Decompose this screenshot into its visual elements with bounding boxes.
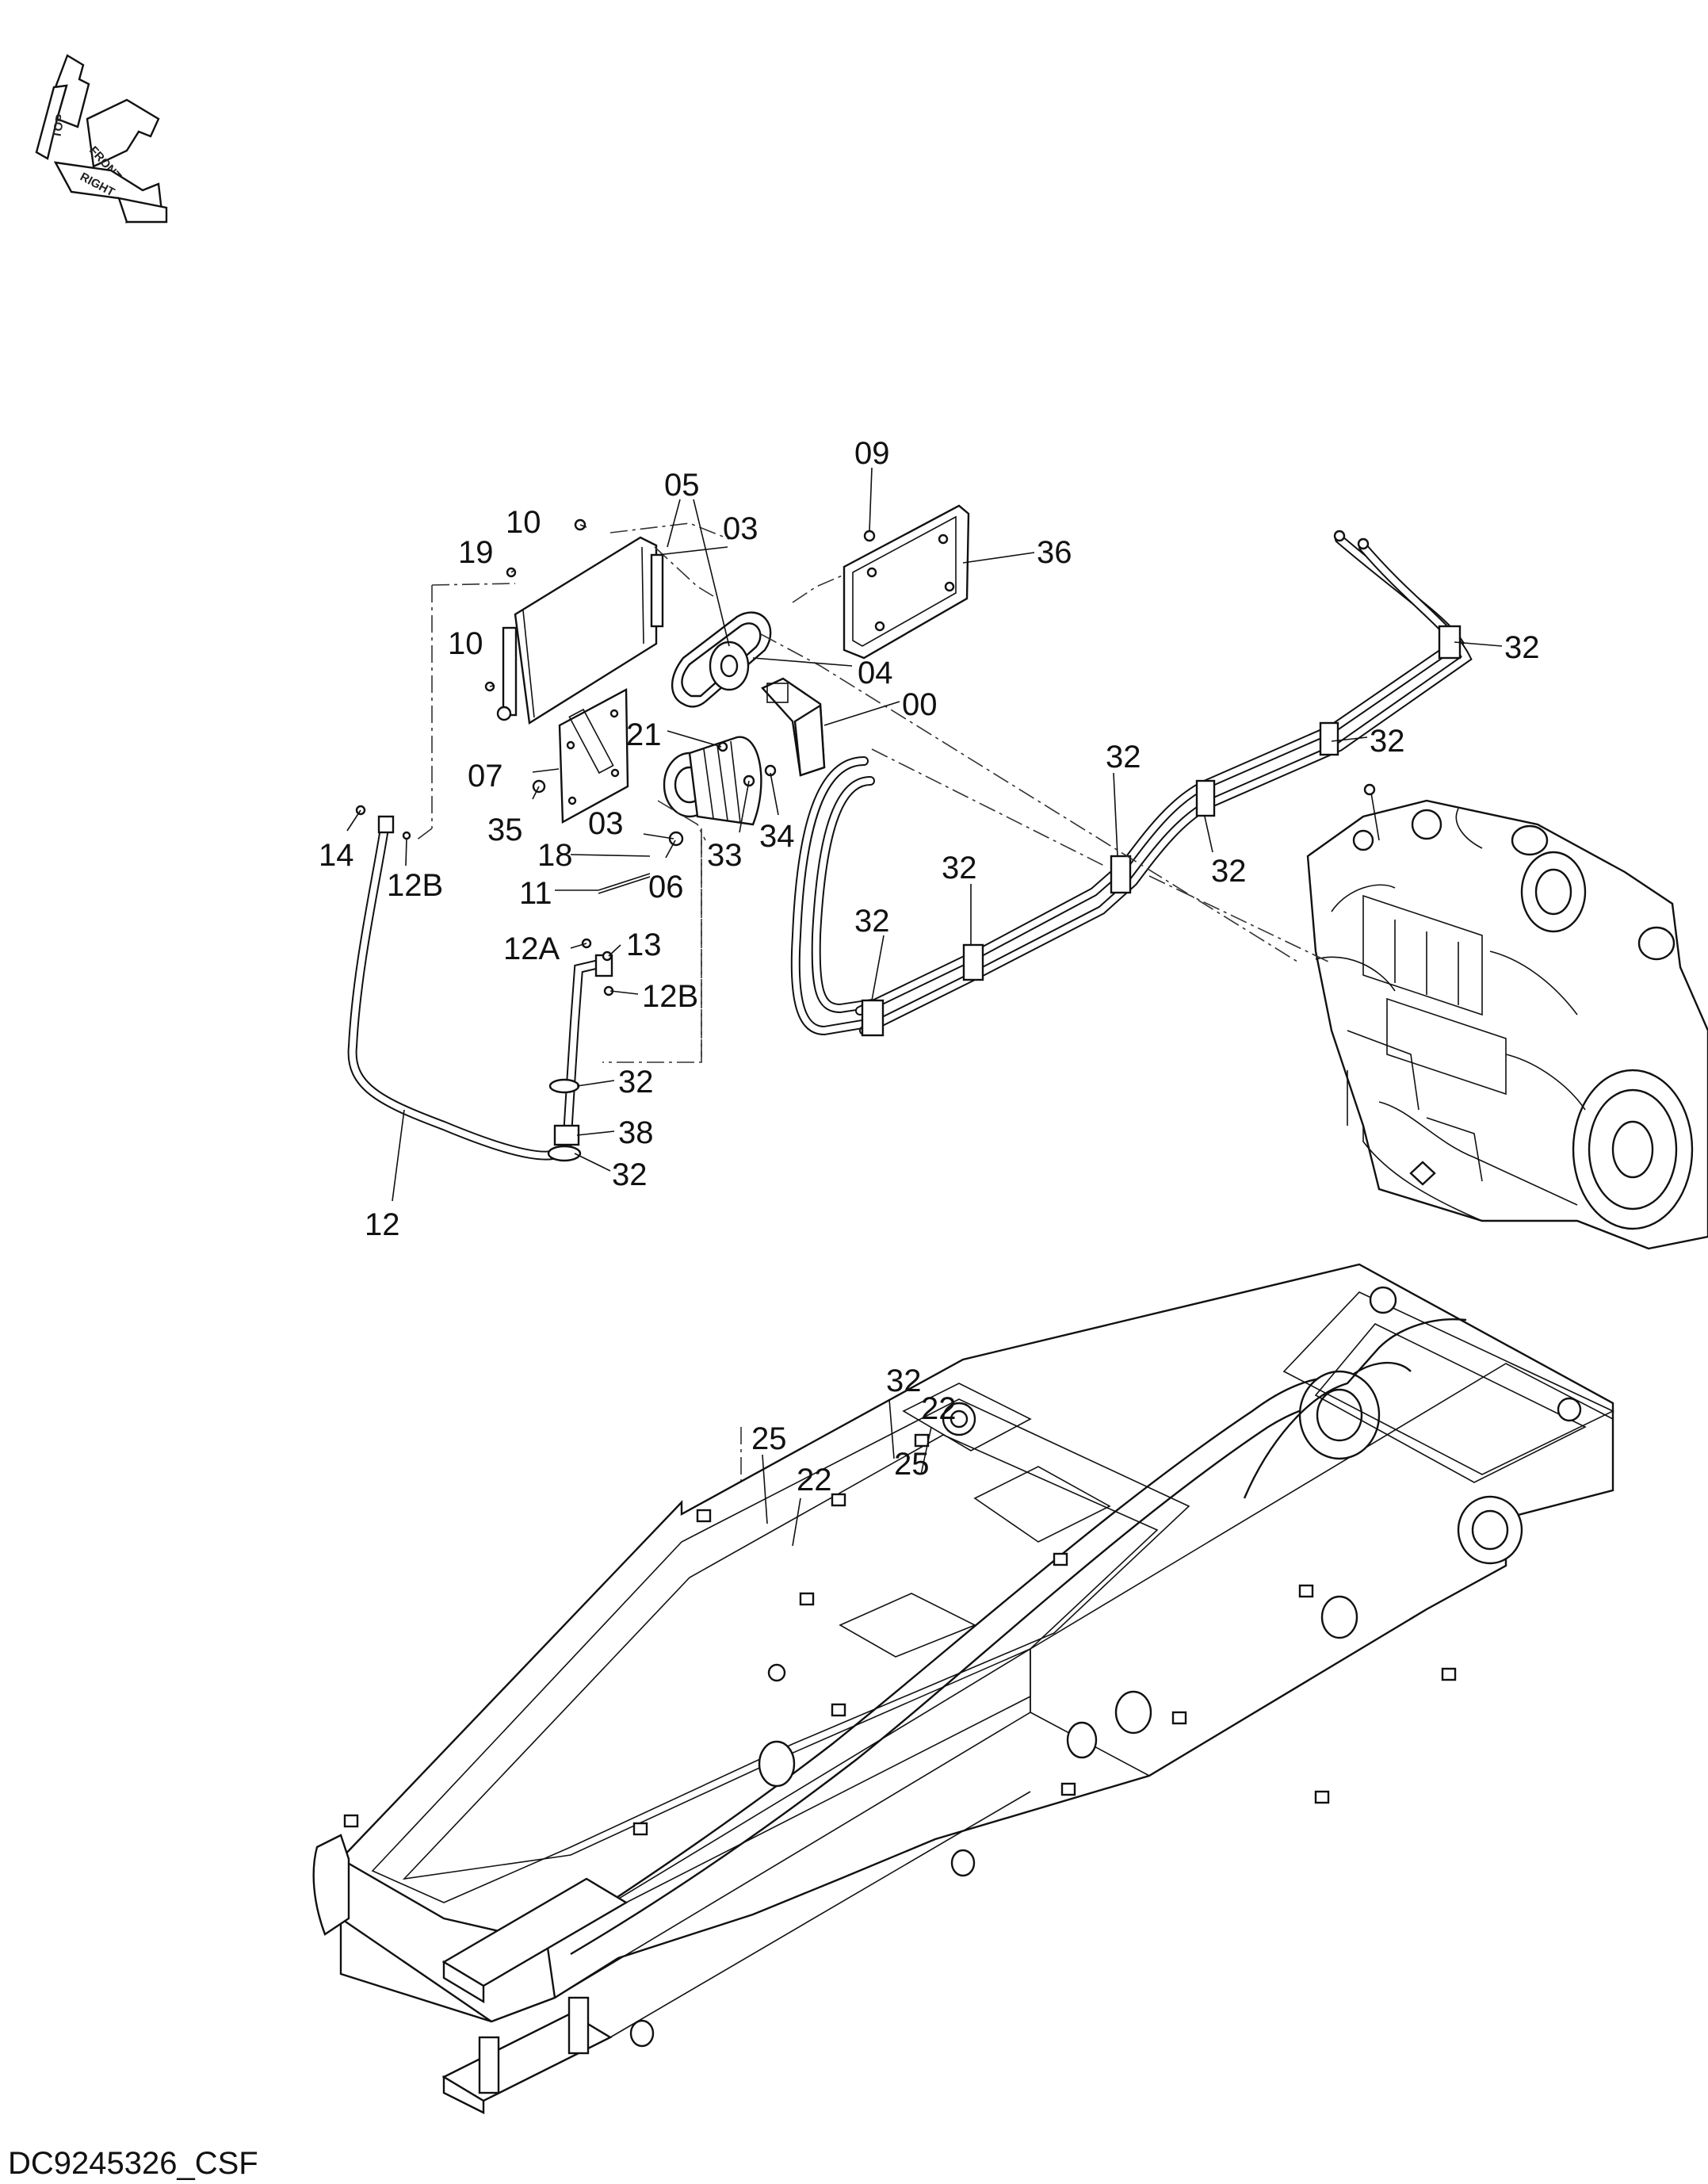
- callout-label: 03: [588, 806, 624, 841]
- callout-label: 03: [723, 511, 758, 546]
- callout-label: 32: [942, 851, 977, 885]
- callout-label: 05: [664, 468, 700, 503]
- callout-label: 06: [648, 870, 684, 905]
- callout-label: 10: [448, 626, 483, 661]
- main-frame: [312, 1263, 1614, 2114]
- callout-label: 38: [618, 1115, 654, 1150]
- callout-label: 19: [458, 535, 494, 570]
- callout-label: 25: [894, 1447, 930, 1482]
- hose-main-run: [855, 530, 1473, 1037]
- callout-label: 32: [854, 904, 890, 939]
- callout-label: 12A: [503, 931, 560, 966]
- callout-label: 04: [858, 656, 893, 690]
- orientation-indicator: TOP FRONT RIGHT: [35, 54, 168, 224]
- callout-label: 12: [365, 1207, 400, 1242]
- callout-label: 32: [618, 1065, 654, 1100]
- hose-12: [347, 815, 564, 1161]
- callout-label: 32: [1211, 854, 1247, 889]
- callout-label: 32: [1504, 630, 1540, 665]
- compressor: [663, 736, 762, 826]
- callout-label: 07: [468, 759, 503, 794]
- condenser: [496, 536, 664, 725]
- callout-label: 21: [626, 717, 662, 752]
- callout-label: 32: [1106, 740, 1141, 775]
- cover-plate-36: [843, 504, 970, 660]
- callout-label: 12B: [387, 868, 443, 903]
- callout-label: 12B: [642, 979, 698, 1014]
- callout-labels: 09 05 03 10 19 36 10 04 00 21 07 35 03 3…: [319, 436, 1540, 1497]
- engine: [1306, 783, 1708, 1250]
- callout-label: 25: [751, 1421, 787, 1456]
- callout-label: 09: [854, 436, 890, 471]
- callout-label: 14: [319, 838, 354, 873]
- callout-label: 10: [506, 505, 541, 540]
- callout-label: 18: [537, 838, 573, 873]
- orientation-top-label: TOP: [50, 113, 67, 140]
- hose-loop-center: [790, 756, 877, 1036]
- callout-label: 32: [886, 1364, 922, 1398]
- callout-label: 36: [1037, 535, 1072, 570]
- compressor-bracket-00: [761, 677, 826, 777]
- callout-label: 22: [797, 1463, 832, 1497]
- callout-label: 00: [902, 687, 938, 722]
- callout-label: 32: [612, 1157, 648, 1192]
- belt-and-pulley: [671, 611, 772, 708]
- callout-label: 13: [626, 928, 662, 962]
- callout-label: 33: [707, 838, 743, 873]
- callout-label: 35: [487, 813, 523, 847]
- callout-label: 34: [759, 819, 795, 854]
- bracket-07: [558, 688, 629, 824]
- callout-label: 22: [921, 1391, 957, 1426]
- callout-leaders: [346, 467, 1503, 1547]
- callout-label: 32: [1370, 724, 1405, 759]
- callout-label: 11: [519, 876, 552, 911]
- drawing-code: DC9245326_CSF: [8, 2146, 258, 2181]
- hose-12A: [547, 954, 613, 1162]
- fasteners: [355, 518, 927, 1555]
